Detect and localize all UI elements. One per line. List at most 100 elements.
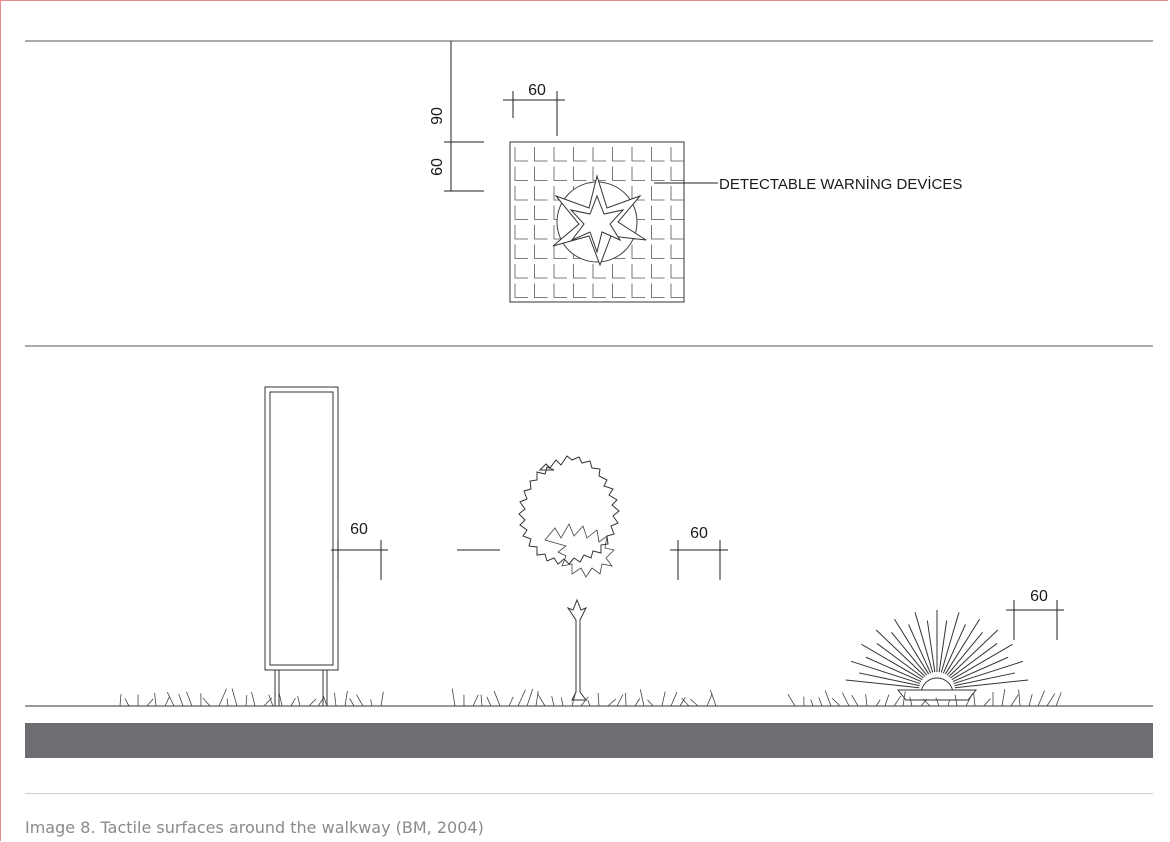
grass-blade [268, 694, 274, 707]
grass-blade [1028, 693, 1033, 707]
grass-blade [909, 696, 913, 707]
pad-tile [534, 186, 548, 201]
grass-blade [983, 698, 991, 707]
tree-clearance-dimension [670, 540, 728, 580]
shrub-spike [845, 679, 920, 689]
pad-tile [592, 283, 606, 298]
grass-blade [493, 690, 501, 707]
grass-blade [124, 698, 130, 707]
dim-height-lower-label: 60 [429, 158, 446, 176]
grass-blade [580, 696, 589, 707]
grass-blade [824, 690, 832, 707]
grass-blade [902, 691, 906, 707]
pad-tile [631, 283, 645, 298]
grass-blade [607, 698, 617, 707]
pad-tile [534, 225, 548, 240]
pad-tile [631, 147, 645, 162]
grass-blade [297, 695, 301, 707]
grass-blade [535, 690, 539, 707]
grass-blade [647, 699, 654, 707]
warning-pad [509, 141, 685, 303]
tree-inner-foliage [544, 523, 615, 578]
shrub-spike [953, 660, 1024, 685]
grass-blade [842, 692, 850, 707]
width-dimension [503, 91, 565, 136]
grass-blade [884, 694, 890, 707]
pad-tile [553, 264, 567, 279]
caption-rule [25, 793, 1153, 794]
grass-blade [1001, 689, 1006, 707]
grass-blade [290, 697, 296, 707]
grass-blade [709, 689, 717, 707]
grass-blade [1018, 689, 1021, 707]
grass-blade [670, 691, 678, 707]
pad-tile [573, 283, 587, 298]
grass-blade [965, 693, 973, 707]
sign-post [264, 386, 339, 706]
grass-blade [164, 696, 170, 707]
shrub-spike [938, 620, 948, 673]
grass-blade [218, 688, 227, 707]
pad-tile [651, 225, 665, 240]
grass-blade [810, 699, 814, 707]
pad-tile [534, 283, 548, 298]
shrub-spike [850, 660, 921, 685]
grass-blade [334, 692, 337, 707]
pole-clearance-label: 60 [350, 521, 368, 538]
grass-blade [517, 689, 526, 707]
grass-blade [344, 690, 348, 707]
grass-blade [831, 697, 841, 707]
grass-blade [571, 691, 577, 707]
shrub-spike [954, 672, 1016, 687]
shrub-clearance-dimension [1006, 600, 1064, 640]
pad-tile [573, 264, 587, 279]
pad-tile [631, 244, 645, 259]
grass-blade [634, 698, 641, 707]
grass-blade [597, 692, 600, 707]
pad-tile [612, 166, 626, 181]
pad-tile [553, 147, 567, 162]
pad-tile [514, 283, 528, 298]
grass-blade [920, 698, 928, 707]
tree [518, 455, 620, 701]
shrub-spike [944, 618, 981, 675]
pad-tile [592, 264, 606, 279]
pad-tile [553, 166, 567, 181]
pad-tile [573, 166, 587, 181]
pad-tile [670, 205, 684, 220]
grass-blade [922, 698, 931, 707]
grass-blade [851, 694, 859, 707]
pad-tile [670, 244, 684, 259]
grass-blade [526, 688, 534, 707]
pad-tile [573, 147, 587, 162]
pad-tile [514, 264, 528, 279]
warning-star-inner [569, 194, 625, 254]
grass-blade [1046, 693, 1056, 707]
grass-blade [616, 694, 624, 707]
grass-blade [451, 688, 456, 707]
grass-blade [508, 696, 514, 707]
pad-tile [612, 264, 626, 279]
shrub-spike [908, 624, 932, 674]
shrub-clearance-label: 60 [1030, 588, 1048, 605]
shrub-spike [946, 631, 983, 676]
grass-blade [480, 694, 483, 707]
shrub-spike [914, 612, 934, 673]
pad-tile [651, 283, 665, 298]
pad-tile [651, 166, 665, 181]
grass-blade [973, 693, 976, 707]
grass-blade [935, 697, 940, 707]
grass-blade [1010, 694, 1019, 707]
grass-blade [865, 694, 868, 707]
shrub-spike [950, 643, 998, 679]
shrub-spike [952, 656, 1009, 683]
pad-tile [514, 225, 528, 240]
grass-blade [226, 698, 229, 707]
grass [119, 688, 1062, 707]
grass-blade [472, 694, 479, 707]
grass-blade [231, 688, 238, 707]
shrub-spike [865, 656, 922, 683]
grass-blade [370, 699, 373, 707]
shrub-spike [954, 679, 1029, 689]
